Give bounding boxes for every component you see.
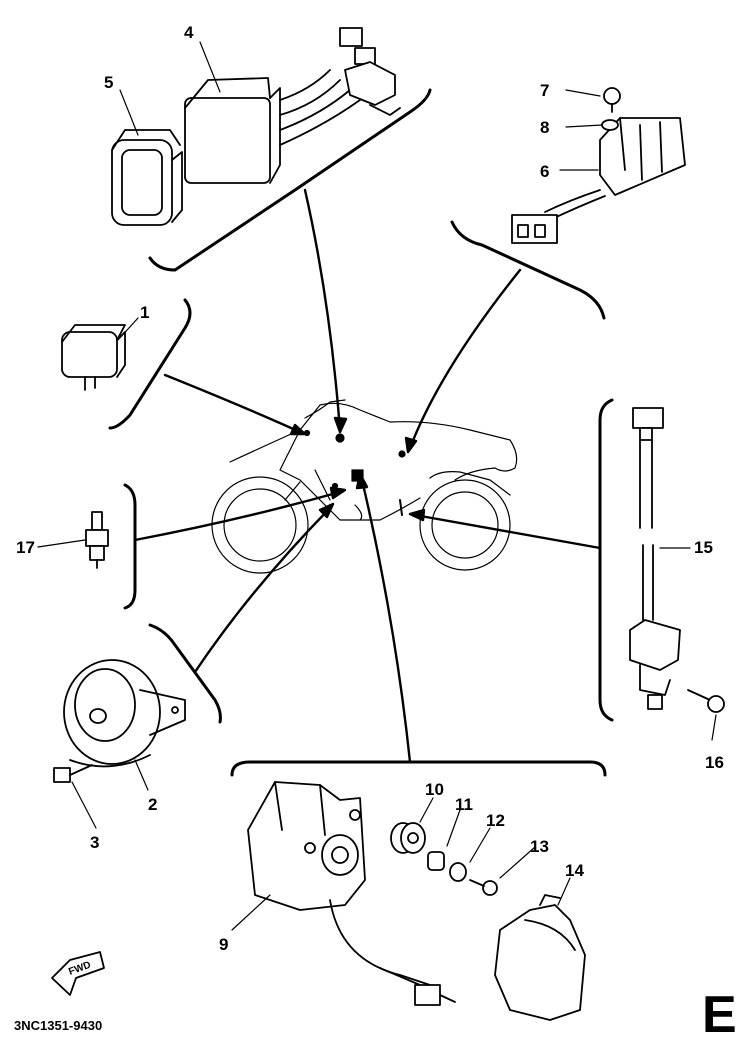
catalog-code: 3NC1351-9430 bbox=[14, 1018, 102, 1033]
page-letter: E bbox=[702, 986, 737, 1038]
label-14: 14 bbox=[565, 861, 584, 880]
label-12: 12 bbox=[486, 811, 505, 830]
label-11: 11 bbox=[455, 795, 473, 814]
label-2: 2 bbox=[148, 795, 157, 814]
horn-part bbox=[53, 659, 186, 783]
cover-part bbox=[494, 894, 586, 1021]
leader-ecu bbox=[303, 188, 342, 432]
leader-horn bbox=[193, 506, 332, 674]
label-13: 13 bbox=[530, 837, 549, 856]
collar-part bbox=[427, 851, 445, 871]
leader-relay bbox=[163, 373, 302, 434]
grommet-part bbox=[390, 822, 426, 854]
starter-relay-part bbox=[247, 781, 456, 1006]
sidestand-switch-part bbox=[629, 407, 725, 713]
leader-lines bbox=[133, 188, 602, 764]
group-brackets bbox=[108, 88, 614, 777]
label-15: 15 bbox=[694, 538, 713, 557]
screw-part bbox=[469, 879, 498, 896]
label-5: 5 bbox=[104, 73, 113, 92]
leader-switch bbox=[413, 513, 602, 550]
leader-plug bbox=[133, 490, 342, 542]
label-3: 3 bbox=[90, 833, 99, 852]
label-4: 4 bbox=[184, 23, 194, 42]
ecu-cover-part bbox=[111, 129, 183, 226]
label-17: 17 bbox=[16, 538, 35, 557]
label-1: 1 bbox=[140, 303, 149, 322]
relay-part bbox=[61, 324, 126, 391]
part-labels: 1 2 3 4 5 6 7 8 9 10 11 12 13 14 15 16 1… bbox=[16, 23, 724, 954]
label-8: 8 bbox=[540, 118, 549, 137]
ecu-unit-part bbox=[184, 27, 401, 184]
leader-regulator bbox=[408, 268, 522, 450]
leader-starter bbox=[360, 478, 412, 764]
label-leaders bbox=[37, 41, 717, 931]
label-7: 7 bbox=[540, 81, 549, 100]
label-9: 9 bbox=[219, 935, 228, 954]
label-10: 10 bbox=[425, 780, 444, 799]
label-16: 16 bbox=[705, 753, 724, 772]
motorcycle-outline bbox=[211, 399, 518, 574]
washer-part bbox=[449, 862, 467, 882]
forward-arrow-icon: FWD bbox=[51, 951, 105, 996]
spark-plug-part bbox=[85, 511, 109, 569]
regulator-part bbox=[511, 87, 686, 244]
label-6: 6 bbox=[540, 162, 549, 181]
